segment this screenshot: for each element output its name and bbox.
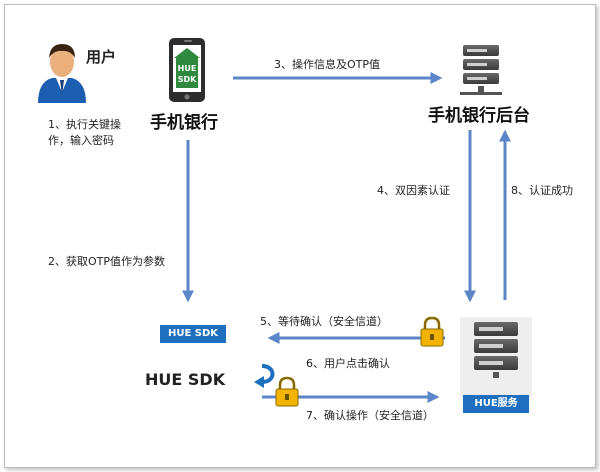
step-6-label: 6、用户点击确认 — [306, 357, 390, 370]
lock-icon — [275, 376, 299, 407]
step-4-label: 4、双因素认证 — [377, 184, 450, 197]
lock-icon — [420, 316, 444, 347]
phone-hue-text: HUE — [178, 64, 197, 73]
step-2-label: 2、获取OTP值作为参数 — [48, 255, 166, 268]
step-8-label: 8、认证成功 — [511, 184, 573, 197]
phone-icon — [169, 38, 205, 102]
user-icon — [38, 44, 86, 103]
step-3-label: 3、操作信息及OTP值 — [274, 58, 381, 71]
phone-sdk-text: SDK — [178, 75, 197, 84]
hue-service-server-icon — [460, 317, 532, 397]
step-1-label-line1: 1、执行关键操 — [48, 118, 121, 131]
hue-service-badge: HUE服务 — [463, 395, 529, 413]
user-label: 用户 — [86, 48, 117, 66]
step-7-label: 7、确认操作（安全信道） — [306, 409, 434, 422]
hue-sdk-label: HUE SDK — [145, 370, 226, 389]
arrow-step-6-curve — [261, 364, 275, 384]
backend-label: 手机银行后台 — [428, 106, 530, 126]
step-1-label-line2: 作，输入密码 — [48, 134, 114, 147]
arrow-step-6-head — [254, 376, 264, 388]
mobile-bank-label: 手机银行 — [150, 113, 218, 133]
backend-server-icon — [460, 45, 502, 95]
step-5-label: 5、等待确认（安全信道） — [260, 315, 388, 328]
hue-sdk-badge: HUE SDK — [160, 325, 226, 343]
